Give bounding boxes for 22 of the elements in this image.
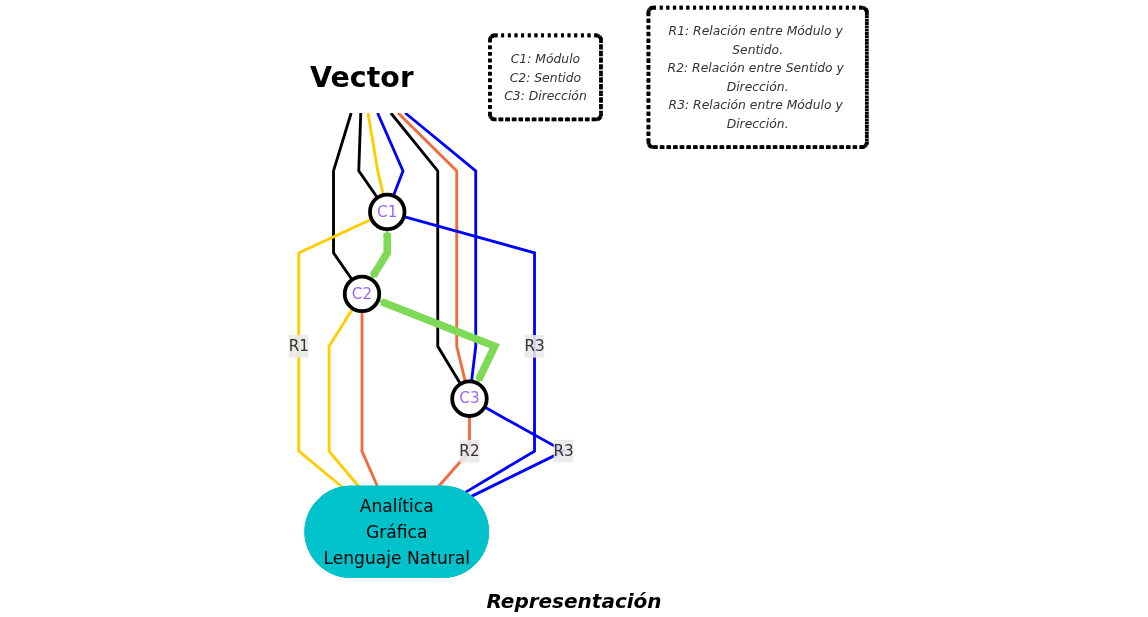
arrow [377,298,500,384]
node-caption: Representación [486,589,662,613]
connector [331,112,354,281]
node-circle: C2 [342,274,381,314]
connector [389,112,462,385]
node-circle: C1 [367,192,407,232]
edge-label: R2 [459,441,480,460]
node-text: Vector [309,60,414,95]
connector [327,307,360,488]
arrow [369,229,392,280]
connector [396,112,467,383]
connector [357,112,379,199]
connector [376,112,405,197]
connector [404,111,477,382]
connector [366,112,385,196]
connector [437,416,471,488]
edge-label: R3 [524,336,545,355]
edge-label: R1 [288,336,309,355]
connector [297,217,372,489]
connector [360,311,379,488]
node-circle: C3 [450,379,489,418]
edge-label: R3 [553,441,574,460]
